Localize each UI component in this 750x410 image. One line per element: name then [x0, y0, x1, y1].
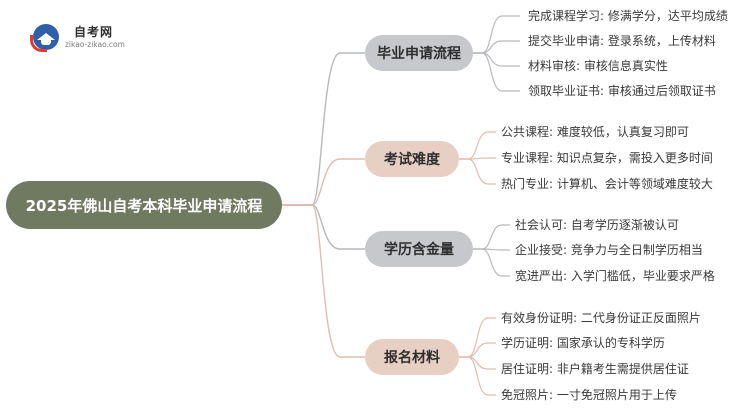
- leaf-node: 热门专业: 计算机、会计等领域难度较大: [501, 177, 713, 191]
- branch-node-exam-difficulty: 考试难度: [365, 141, 459, 177]
- connector-b3-l3: [473, 248, 510, 277]
- site-logo[interactable]: 自考网 zikao-zikao.com: [30, 20, 143, 54]
- leaf-node: 社会认可: 自考学历逐渐被认可: [515, 218, 679, 232]
- branch-node-degree-value: 学历含金量: [365, 231, 473, 267]
- connector-b3-l1: [473, 224, 510, 250]
- logo-title: 自考网: [74, 25, 114, 39]
- connector-root-b1: [282, 52, 365, 206]
- connector-b4-l1: [459, 317, 496, 358]
- connector-b1-l2: [473, 40, 520, 54]
- connector-root-b4: [282, 204, 365, 358]
- leaf-node: 提交毕业申请: 登录系统，上传材料: [528, 34, 716, 48]
- leaf-node: 企业接受: 竞争力与全日制学历相当: [515, 243, 703, 257]
- branch-node-graduation-process: 毕业申请流程: [365, 35, 473, 71]
- connector-b4-l4: [459, 356, 496, 396]
- connector-b2-l1: [459, 131, 496, 160]
- leaf-node: 材料审核: 审核信息真实性: [528, 59, 668, 73]
- leaf-node: 宽进严出: 入学门槛低，毕业要求严格: [515, 269, 715, 283]
- leaf-node: 领取毕业证书: 审核通过后领取证书: [528, 84, 716, 98]
- logo-url: zikao-zikao.com: [65, 40, 125, 49]
- connector-b1-l4: [473, 52, 520, 92]
- leaf-node: 专业课程: 知识点复杂，需投入更多时间: [501, 151, 713, 165]
- connector-b4-l3: [459, 356, 496, 370]
- leaf-node: 免冠照片: 一寸免冠照片用于上传: [501, 388, 677, 402]
- connector-root-b2: [282, 158, 365, 206]
- connector-b1-l3: [473, 52, 520, 67]
- connector-b4-l2: [459, 342, 496, 358]
- leaf-node: 公共课程: 难度较低，认真复习即可: [501, 125, 689, 139]
- leaf-node: 有效身份证明: 二代身份证正反面照片: [501, 311, 701, 325]
- logo-swoosh-mark: [30, 35, 47, 52]
- leaf-node: 学历证明: 国家承认的专科学历: [501, 336, 665, 350]
- connector-root-b3: [282, 204, 365, 250]
- leaf-node: 居住证明: 非户籍考生需提供居住证: [501, 362, 689, 376]
- root-node: 2025年佛山自考本科毕业申请流程: [6, 181, 282, 229]
- leaf-node: 完成课程学习: 修满学分，达平均成绩: [528, 9, 728, 23]
- connector-b2-l3: [459, 158, 496, 185]
- branch-node-application-materials: 报名材料: [365, 339, 459, 375]
- connector-b1-l1: [473, 15, 520, 54]
